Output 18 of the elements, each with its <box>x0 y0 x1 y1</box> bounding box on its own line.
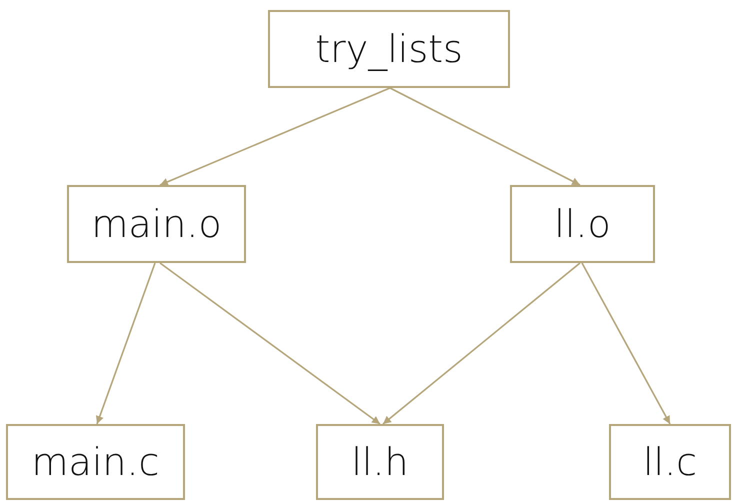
arrow <box>160 262 380 425</box>
arrow <box>96 262 156 424</box>
file-name: ll.o <box>554 202 611 246</box>
file-name: main.o <box>91 202 222 246</box>
file-box <box>67 185 246 263</box>
file-name: main.c <box>32 440 160 484</box>
file-box <box>316 424 444 500</box>
arrow <box>581 262 671 424</box>
arrow <box>390 87 580 186</box>
file-box <box>609 424 731 500</box>
file-name: ll.c <box>642 440 698 484</box>
arrow <box>160 87 390 186</box>
file-name: ll.h <box>351 440 409 484</box>
file-box <box>6 424 185 500</box>
arrow <box>382 262 580 425</box>
file-box <box>268 10 510 88</box>
file-name: try_lists <box>315 27 463 71</box>
file-box <box>510 185 655 263</box>
